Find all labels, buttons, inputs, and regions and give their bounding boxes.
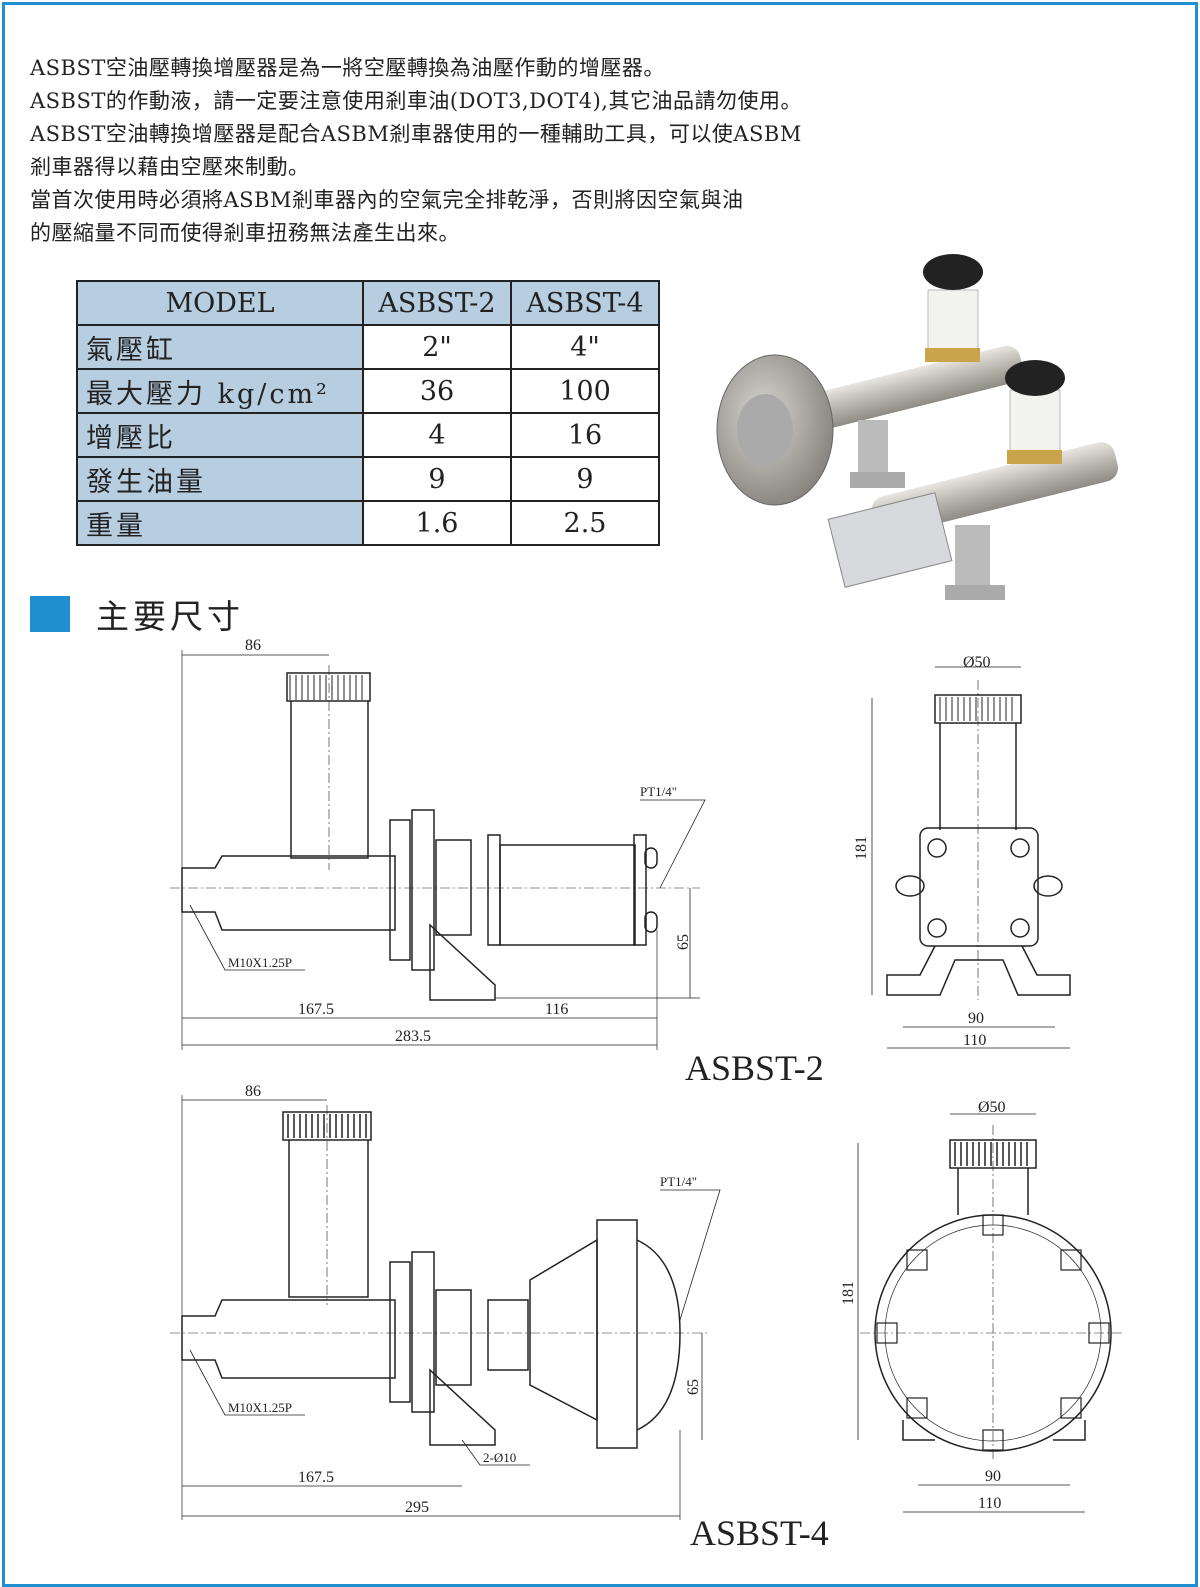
cell: 16 bbox=[510, 412, 660, 458]
table-row: 氣壓缸 2" 4" bbox=[76, 324, 660, 370]
dim-total: 295 bbox=[405, 1499, 429, 1516]
dim-167: 167.5 bbox=[298, 1001, 334, 1018]
dim-90: 90 bbox=[968, 1010, 984, 1027]
row-label: 增壓比 bbox=[76, 412, 364, 458]
spec-table: MODEL ASBST-2 ASBST-4 氣壓缸 2" 4" 最大壓力 kg/… bbox=[76, 280, 660, 546]
header-asbst2: ASBST-2 bbox=[362, 280, 512, 326]
intro-line: 的壓縮量不同而使得剎車扭務無法產生出來。 bbox=[30, 221, 460, 245]
height-label: 181 bbox=[853, 836, 870, 860]
asbst4-front-view bbox=[857, 1113, 1125, 1513]
intro-text: ASBST空油壓轉換增壓器是為一將空壓轉換為油壓作動的增壓器。 ASBST的作動… bbox=[30, 52, 950, 250]
dim-65: 65 bbox=[685, 1379, 702, 1395]
height-label: 181 bbox=[840, 1281, 857, 1305]
table-row: 增壓比 4 16 bbox=[76, 412, 660, 458]
asbst2-front-view bbox=[871, 666, 1071, 1049]
section-heading: 主要尺寸 bbox=[30, 590, 244, 638]
cell: 2" bbox=[362, 324, 512, 370]
asbst4-side-view bbox=[170, 1095, 721, 1520]
port-label: PT1/4" bbox=[660, 1174, 697, 1189]
thread-label: M10X1.25P bbox=[228, 955, 292, 970]
holes-label: 2-Ø10 bbox=[483, 1450, 516, 1465]
dia-label: Ø50 bbox=[978, 1099, 1006, 1116]
product-photo bbox=[716, 254, 1119, 600]
table-row: 最大壓力 kg/cm² 36 100 bbox=[76, 368, 660, 414]
intro-line: 當首次使用時必須將ASBM剎車器內的空氣完全排乾淨，否則將因空氣與油 bbox=[30, 188, 744, 212]
section-marker bbox=[30, 596, 70, 632]
port-label: PT1/4" bbox=[640, 784, 677, 799]
section-title: 主要尺寸 bbox=[96, 597, 244, 636]
intro-line: ASBST空油轉換增壓器是配合ASBM剎車器使用的一種輔助工具，可以使ASBM bbox=[30, 122, 802, 146]
row-label: 最大壓力 kg/cm² bbox=[76, 368, 364, 414]
model-label-asbst4: ASBST-4 bbox=[690, 1513, 829, 1553]
cell: 36 bbox=[362, 368, 512, 414]
dia-label: Ø50 bbox=[963, 654, 991, 671]
cell: 9 bbox=[362, 456, 512, 502]
cell: 100 bbox=[510, 368, 660, 414]
cell: 4" bbox=[510, 324, 660, 370]
dim-total: 283.5 bbox=[395, 1028, 431, 1045]
cell: 9 bbox=[510, 456, 660, 502]
dim-167: 167.5 bbox=[298, 1469, 334, 1486]
header-model: MODEL bbox=[76, 280, 364, 326]
cell: 2.5 bbox=[510, 500, 660, 546]
cell: 1.6 bbox=[362, 500, 512, 546]
intro-line: ASBST空油壓轉換增壓器是為一將空壓轉換為油壓作動的增壓器。 bbox=[30, 56, 665, 80]
thread-label: M10X1.25P bbox=[228, 1400, 292, 1415]
header-asbst4: ASBST-4 bbox=[510, 280, 660, 326]
row-label: 發生油量 bbox=[76, 456, 364, 502]
dim-65: 65 bbox=[675, 934, 692, 950]
row-label: 重量 bbox=[76, 500, 364, 546]
dim-86: 86 bbox=[245, 637, 261, 654]
cell: 4 bbox=[362, 412, 512, 458]
dim-110: 110 bbox=[963, 1032, 986, 1049]
table-header-row: MODEL ASBST-2 ASBST-4 bbox=[76, 280, 660, 326]
row-label: 氣壓缸 bbox=[76, 324, 364, 370]
intro-line: 剎車器得以藉由空壓來制動。 bbox=[30, 155, 310, 179]
dim-90: 90 bbox=[985, 1468, 1001, 1485]
dim-110: 110 bbox=[978, 1495, 1001, 1512]
table-row: 重量 1.6 2.5 bbox=[76, 500, 660, 546]
dim-116: 116 bbox=[545, 1001, 568, 1018]
intro-line: ASBST的作動液，請一定要注意使用剎車油(DOT3,DOT4),其它油品請勿使… bbox=[30, 89, 802, 113]
asbst2-side-view bbox=[170, 650, 706, 1050]
model-label-asbst2: ASBST-2 bbox=[685, 1048, 824, 1088]
table-row: 發生油量 9 9 bbox=[76, 456, 660, 502]
dim-86: 86 bbox=[245, 1083, 261, 1100]
